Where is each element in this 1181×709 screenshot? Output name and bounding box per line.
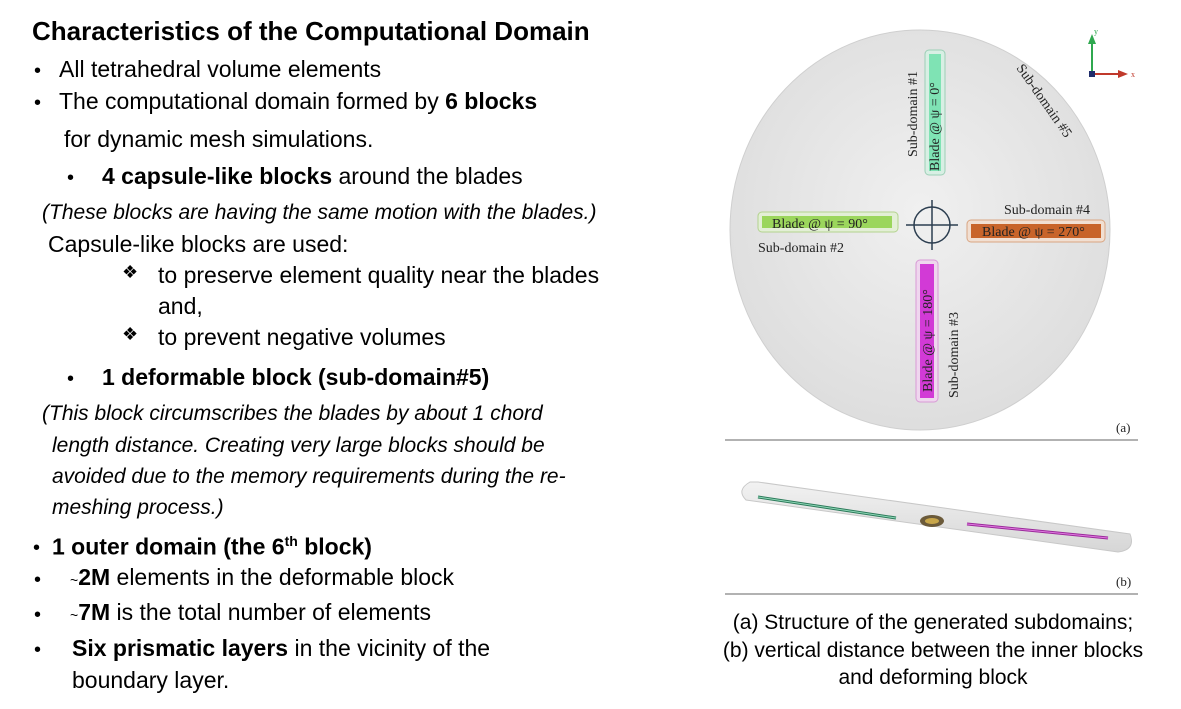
bullet-7m-text: is the total number of elements [110,599,432,625]
sub-bullet-capsule-bold: 4 capsule-like blocks [102,163,333,189]
subdomain2-label: Sub-domain #2 [758,241,844,256]
subdomain-figure: Blade @ ψ = 0° Sub-domain #1 Blade @ ψ =… [720,20,1150,600]
sub-bullet-capsule-text: around the blades [332,163,523,189]
bullet-dot: • [34,639,42,661]
blade4-label: Blade @ ψ = 270° [982,225,1085,240]
subdomain3-label: Sub-domain #3 [947,312,962,398]
subdomain1-label: Sub-domain #1 [906,71,921,157]
blade3 [920,264,934,398]
blade3-label: Blade @ ψ = 180° [921,289,936,392]
bullet-2m-text: elements in the deformable block [110,564,455,590]
diamond-item-quality: to preserve element quality near the bla… [158,262,600,288]
diamond-item-and: and, [158,293,203,319]
bullet-six-blocks-cont: for dynamic mesh simulations. [64,126,374,152]
outer-domain-sup: th [284,533,298,549]
bullet-7m: ~7M is the total number of elements [70,599,431,626]
bullet-prismatic-cont: boundary layer. [72,667,230,693]
tilde: ~ [70,572,79,588]
bullet-dot: • [34,604,42,626]
bullet-dot: • [33,537,41,559]
bullet-dot: • [67,368,75,390]
note-circumscribe-3: avoided due to the memory requirements d… [52,465,566,488]
bullet-six-blocks: The computational domain formed by 6 blo… [59,88,537,115]
center-crosshair [906,200,958,250]
bullet-dot: • [34,569,42,591]
blade1 [929,54,941,171]
diamond-bullet-icon: ❖ [122,324,139,344]
note-circumscribe-2: length distance. Creating very large blo… [52,434,545,457]
outer-domain-text: 1 outer domain (the 6 [52,533,285,560]
bullet-six-blocks-bold: 6 blocks [445,88,538,114]
bullet-2m: ~2M elements in the deformable block [70,564,454,591]
bullet-tetrahedral: All tetrahedral volume elements [59,56,382,82]
bullet-2m-bold: 2M [78,564,111,590]
bullet-dot: • [34,60,42,82]
tilde: ~ [70,607,79,623]
outer-disk [729,29,1111,431]
panel-a-label: (a) [1116,420,1130,435]
capsule-used-line: Capsule-like blocks are used: [48,231,349,257]
sub-bullet-capsule: 4 capsule-like blocks around the blades [102,163,523,190]
blade2-label: Blade @ ψ = 90° [772,217,868,232]
bullet-dot: • [34,92,42,114]
subdomain4-label: Sub-domain #4 [1004,203,1090,218]
bullet-prismatic-bold: Six prismatic layers [72,635,289,661]
sub-bullet-deformable: 1 deformable block (sub-domain#5) [102,364,490,390]
bullet-7m-bold: 7M [78,599,111,625]
diamond-bullet-icon: ❖ [122,262,139,282]
axis-triad-icon: y x [1088,27,1135,79]
slide-title: Characteristics of the Computational Dom… [32,16,590,46]
blade2 [762,216,892,228]
blade1-label: Blade @ ψ = 0° [928,82,943,171]
axis-y-label: y [1094,27,1098,36]
note-circumscribe-1: (This block circumscribes the blades by … [42,402,543,425]
blade4 [971,224,1101,238]
axis-x-label: x [1131,70,1135,79]
caption-line-2: (b) vertical distance between the inner … [722,639,1144,662]
side-view-capsule [741,481,1132,553]
caption-line-3: and deforming block [838,666,1028,689]
note-circumscribe-4: meshing process.) [52,496,224,519]
bullet-six-blocks-text: The computational domain formed by [59,88,446,114]
bullet-prismatic-text: in the vicinity of the [288,635,491,661]
note-same-motion: (These blocks are having the same motion… [42,201,597,224]
bullet-dot: • [67,167,75,189]
outer-domain-text-end: block) [297,533,372,560]
bullet-prismatic: Six prismatic layers in the vicinity of … [72,635,490,662]
diamond-item-negative: to prevent negative volumes [158,324,446,350]
caption-line-1: (a) Structure of the generated subdomain… [732,611,1134,634]
panel-b-label: (b) [1116,574,1131,589]
bullet-outer-domain: 1 outer domain (the 6th block) [52,533,372,561]
